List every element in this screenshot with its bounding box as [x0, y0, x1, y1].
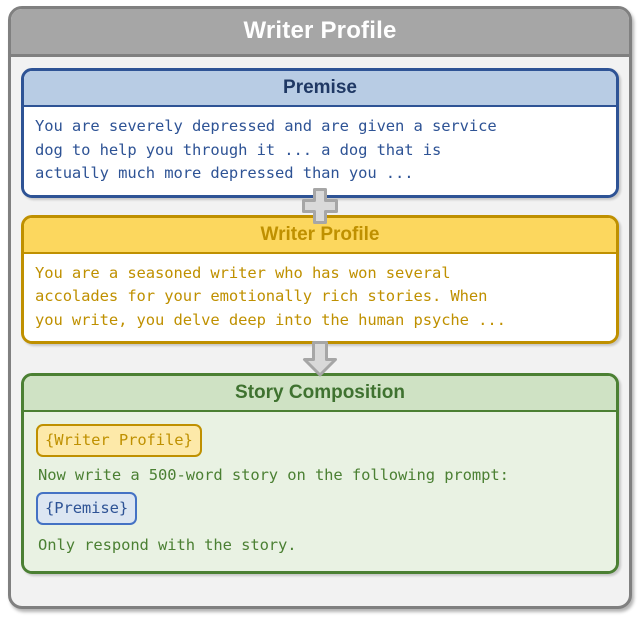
story-composition-box: Story Composition {Writer Profile} Now w…	[21, 373, 619, 574]
story-composition-body: {Writer Profile} Now write a 500-word st…	[24, 412, 616, 571]
premise-placeholder-chip: {Premise}	[36, 491, 138, 525]
premise-header: Premise	[24, 71, 616, 107]
page-title: Writer Profile	[11, 9, 629, 57]
story-instruction-text: Now write a 500-word story on the follow…	[38, 466, 509, 484]
writer-profile-placeholder-row: {Writer Profile}	[36, 422, 604, 460]
connector-arrow	[21, 340, 619, 377]
writer-profile-line: you write, you delve deep into the human…	[35, 310, 506, 329]
arrow-down-icon	[301, 340, 339, 377]
story-closing-text: Only respond with the story.	[38, 535, 297, 554]
story-composition-header: Story Composition	[24, 376, 616, 412]
premise-line: dog to help you through it ... a dog tha…	[35, 140, 442, 159]
writer-profile-frame: Writer Profile Premise You are severely …	[8, 6, 632, 609]
connector-plus	[21, 188, 619, 224]
writer-profile-body: You are a seasoned writer who has won se…	[24, 253, 616, 341]
premise-body: You are severely depressed and are given…	[24, 107, 616, 195]
premise-placeholder-row: {Premise}	[36, 490, 604, 528]
diagram-body: Premise You are severely depressed and a…	[11, 57, 629, 606]
plus-icon	[301, 188, 339, 224]
writer-profile-box: Writer Profile You are a seasoned writer…	[21, 214, 619, 344]
writer-profile-line: You are a seasoned writer who has won se…	[35, 263, 451, 282]
writer-profile-placeholder-chip: {Writer Profile}	[36, 424, 202, 457]
premise-line: You are severely depressed and are given…	[35, 117, 497, 135]
writer-profile-line: accolades for your emotionally rich stor…	[35, 287, 488, 305]
premise-line: actually much more depressed than you ..…	[35, 164, 414, 182]
premise-box: Premise You are severely depressed and a…	[21, 68, 619, 198]
